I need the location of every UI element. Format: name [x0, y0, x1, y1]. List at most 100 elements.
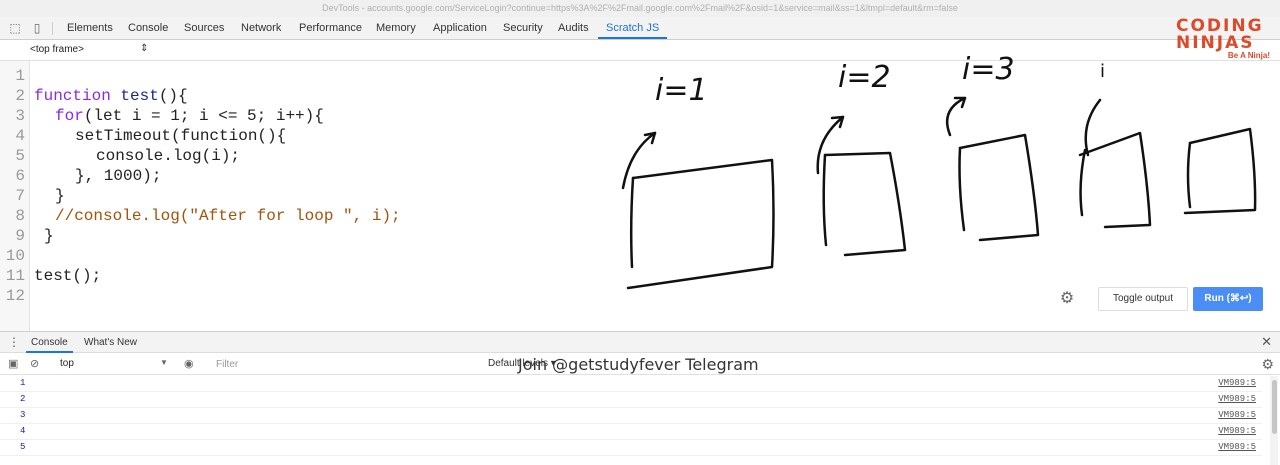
- code-line-11[interactable]: test();: [34, 267, 102, 285]
- settings-gear-icon[interactable]: ⚙: [1059, 290, 1075, 307]
- handwritten-annotation: i=1 i=2 i=3 i: [621, 55, 1257, 290]
- coding-ninjas-logo: CODING NINJAS Be A Ninja!: [1176, 18, 1272, 62]
- tab-scratch-js[interactable]: Scratch JS: [598, 17, 668, 39]
- code-line-3[interactable]: for(let i = 1; i <= 5; i++){: [55, 106, 324, 126]
- arrowhead-1: [643, 131, 657, 145]
- tab-performance[interactable]: Performance: [299, 22, 362, 34]
- line-number: 3: [15, 107, 25, 125]
- log-levels-dropdown[interactable]: Default levels ▾: [488, 358, 556, 369]
- log-value: 2: [20, 394, 26, 404]
- code-line-7[interactable]: }: [55, 187, 65, 205]
- toolbar-divider: [52, 22, 53, 35]
- logo-text-bottom: NINJAS: [1176, 33, 1255, 53]
- arrow-1: [621, 131, 657, 190]
- line-number: 10: [5, 247, 25, 265]
- log-value: 1: [20, 378, 26, 388]
- line-number: 5: [15, 147, 25, 165]
- code-line-4[interactable]: setTimeout(function(){: [75, 127, 287, 145]
- console-settings-gear-icon[interactable]: ⚙: [1261, 356, 1274, 372]
- line-number: 12: [5, 287, 25, 305]
- tab-memory[interactable]: Memory: [376, 22, 416, 34]
- box-1: [626, 158, 775, 290]
- toggle-output-button[interactable]: Toggle output: [1098, 287, 1188, 311]
- console-message: 3 VM989:5: [0, 408, 1262, 424]
- console-message: 1 VM989:5: [0, 376, 1262, 392]
- line-number: 9: [15, 227, 25, 245]
- frame-selector-bar: <top frame> ⇕: [0, 40, 1280, 61]
- code-text: (let i = 1; i <= 5; i++){: [83, 107, 324, 125]
- keyword: for: [55, 107, 84, 125]
- live-expression-eye-icon[interactable]: ◉: [184, 358, 194, 370]
- code-line-8[interactable]: //console.log("After for loop ", i);: [55, 207, 401, 225]
- box-4-left: [1079, 148, 1087, 217]
- function-name: test: [120, 87, 159, 105]
- arrow-3: [945, 96, 967, 137]
- line-number: 1: [15, 67, 25, 85]
- window-title: DevTools - accounts.google.com/ServiceLo…: [0, 0, 1280, 17]
- line-number: 2: [15, 87, 25, 105]
- box-1-left: [629, 176, 635, 269]
- code-line-2[interactable]: function test(){: [34, 86, 188, 106]
- console-message: 5 VM989:5: [0, 440, 1262, 456]
- drawer-close-icon[interactable]: ✕: [1261, 334, 1272, 349]
- code-line-9[interactable]: }: [44, 227, 54, 245]
- drawer-tabbar: ⋮ Console What's New ✕: [0, 331, 1280, 353]
- log-value: 5: [20, 442, 26, 452]
- console-toolbar: ▣ ⊘ top ▼ ◉ Default levels ▾ ⚙: [0, 353, 1280, 375]
- line-number: 4: [15, 127, 25, 145]
- context-caret-icon[interactable]: ▼: [160, 358, 168, 367]
- arrowhead-2: [830, 115, 845, 129]
- label-i1: i=1: [655, 73, 708, 108]
- device-toggle-icon[interactable]: ▯: [33, 21, 41, 35]
- frame-selector-arrow-icon[interactable]: ⇕: [140, 43, 149, 54]
- log-value: 4: [20, 426, 26, 436]
- inspect-element-icon[interactable]: ⬚: [9, 21, 21, 35]
- clear-console-icon[interactable]: ⊘: [30, 358, 40, 370]
- console-message: 4 VM989:5: [0, 424, 1262, 440]
- drawer-menu-icon[interactable]: ⋮: [8, 335, 20, 349]
- code-text: (){: [158, 87, 188, 105]
- arrow-2: [816, 115, 845, 175]
- tab-application[interactable]: Application: [433, 22, 487, 34]
- frame-selector[interactable]: <top frame>: [30, 44, 84, 55]
- source-link[interactable]: VM989:5: [1218, 394, 1256, 404]
- console-message: 2 VM989:5: [0, 392, 1262, 408]
- run-button[interactable]: Run (⌘↩): [1193, 287, 1263, 311]
- box-4: [1078, 131, 1152, 229]
- source-link[interactable]: VM989:5: [1218, 426, 1256, 436]
- line-number: 7: [15, 187, 25, 205]
- box-2-left: [822, 153, 828, 247]
- logo-tagline: Be A Ninja!: [1227, 51, 1270, 60]
- tab-console[interactable]: Console: [128, 22, 169, 34]
- line-number: 8: [15, 207, 25, 225]
- box-2: [823, 151, 907, 257]
- tab-security[interactable]: Security: [503, 22, 543, 34]
- log-value: 3: [20, 410, 26, 420]
- box-3: [958, 133, 1040, 242]
- label-i3: i=3: [962, 55, 1015, 87]
- source-link[interactable]: VM989:5: [1218, 442, 1256, 452]
- line-number: 11: [5, 267, 25, 285]
- label-i2: i=2: [838, 60, 891, 95]
- box-5-left: [1186, 141, 1192, 209]
- logo-text-top: CODING: [1176, 16, 1264, 36]
- source-link[interactable]: VM989:5: [1218, 410, 1256, 420]
- label-i4: i: [1100, 61, 1105, 82]
- code-line-6[interactable]: }, 1000);: [75, 167, 162, 185]
- code-line-5[interactable]: console.log(i);: [96, 147, 241, 165]
- tab-network[interactable]: Network: [241, 22, 282, 34]
- sidebar-toggle-icon[interactable]: ▣: [8, 358, 19, 370]
- context-selector[interactable]: top: [60, 358, 74, 369]
- source-link[interactable]: VM989:5: [1218, 378, 1256, 388]
- drawer-tab-whats-new[interactable]: What's New: [84, 337, 138, 348]
- editor-gutter: 1 2 3 4 5 6 7 8 9 10 11 12: [0, 61, 30, 331]
- tab-elements[interactable]: Elements: [67, 22, 113, 34]
- drawer-tab-console[interactable]: Console: [26, 332, 73, 353]
- box-3-left: [958, 146, 966, 232]
- watermark-text: Join @getstudyfever Telegram: [518, 355, 759, 374]
- tab-sources[interactable]: Sources: [184, 22, 225, 34]
- tab-audits[interactable]: Audits: [558, 22, 589, 34]
- console-scroll-thumb[interactable]: [1272, 380, 1277, 434]
- console-output: 1 VM989:5 2 VM989:5 3 VM989:5 4 VM989:5 …: [0, 376, 1280, 465]
- console-filter-input[interactable]: [208, 356, 482, 372]
